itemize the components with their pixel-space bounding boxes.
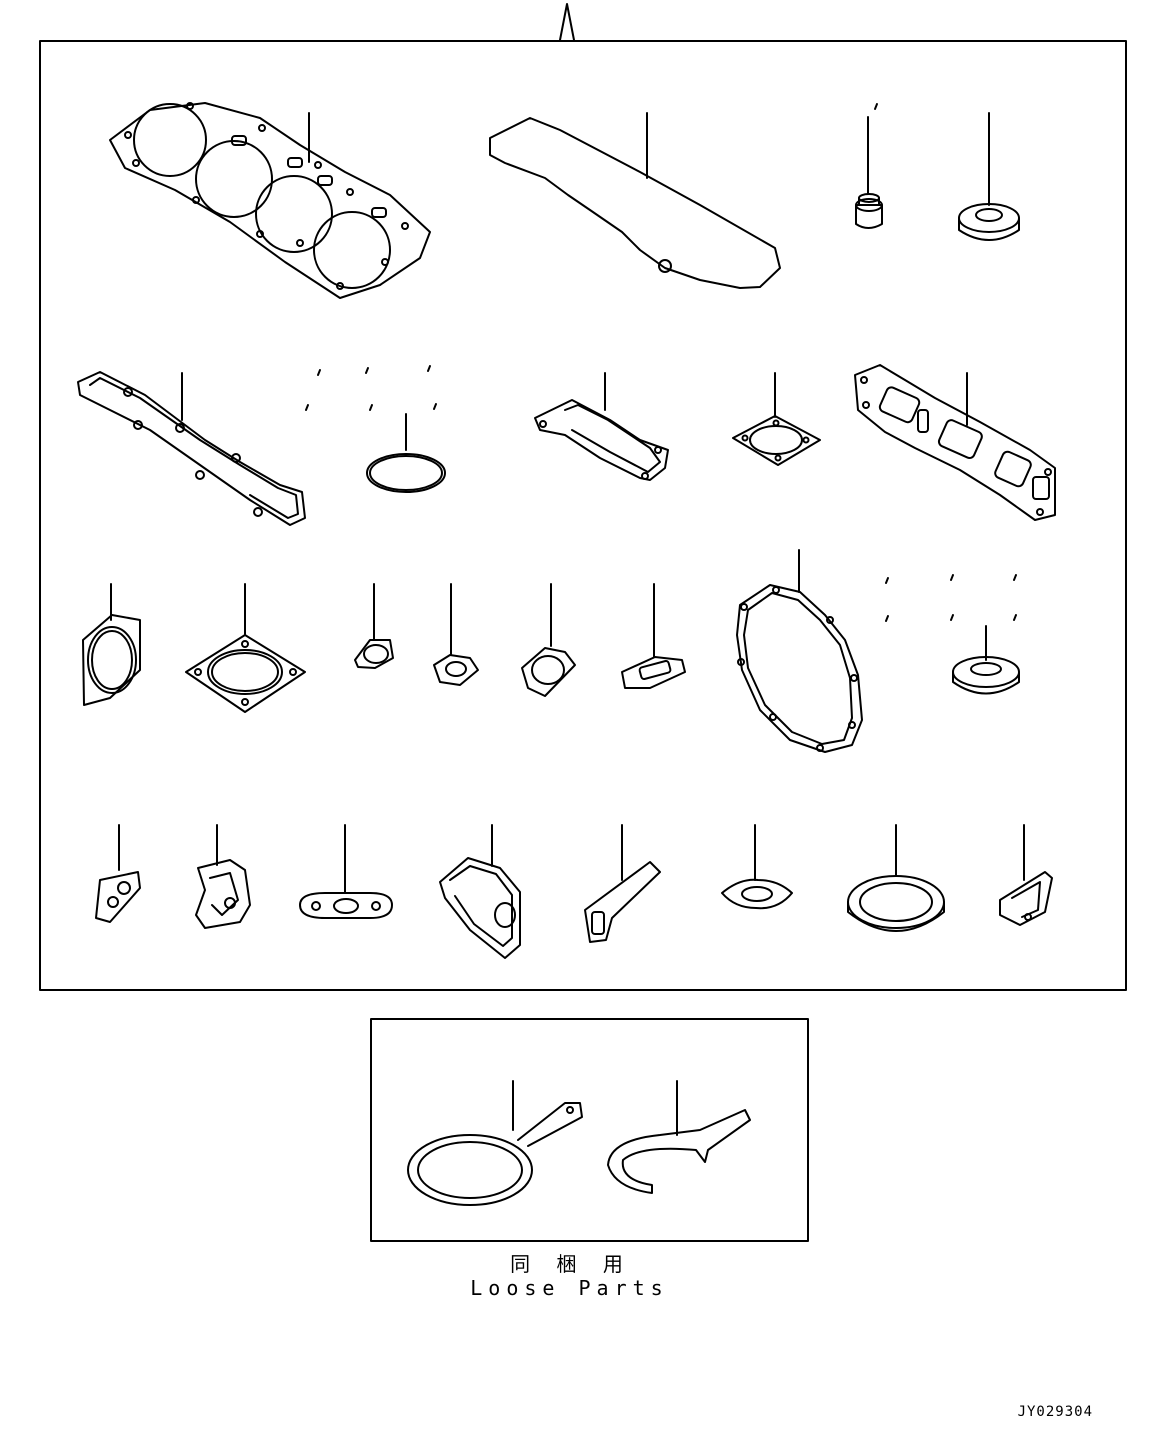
- valve-stem-seal[interactable]: [855, 103, 883, 229]
- main-frame: [39, 40, 1127, 991]
- square-flange-gasket-large[interactable]: [185, 583, 306, 713]
- oil-seal-lower[interactable]: [885, 574, 1020, 695]
- cylinder-head-gasket[interactable]: [109, 102, 431, 299]
- long-bracket-gasket[interactable]: [584, 824, 661, 943]
- oval-gasket[interactable]: [354, 583, 394, 669]
- spanner-wrench[interactable]: [407, 1080, 583, 1206]
- square-gasket[interactable]: [82, 583, 141, 706]
- head-cover-gasket[interactable]: [489, 112, 781, 289]
- small-oval-gasket[interactable]: [721, 824, 793, 910]
- teardrop-gasket[interactable]: [95, 824, 141, 923]
- drawing-id: JY029304: [1017, 1404, 1093, 1420]
- square-flange-gasket[interactable]: [732, 372, 821, 466]
- o-ring[interactable]: [305, 365, 446, 493]
- oil-filter-gasket[interactable]: [299, 824, 393, 919]
- small-flange-gasket[interactable]: [433, 583, 479, 686]
- head-cover-gasket-small[interactable]: [534, 372, 669, 481]
- flywheel-housing-gasket[interactable]: [736, 549, 863, 753]
- loose-parts-frame: [370, 1018, 809, 1242]
- hook-wrench[interactable]: [607, 1080, 751, 1194]
- intake-manifold-gasket[interactable]: [77, 371, 306, 526]
- bracket-gasket[interactable]: [195, 824, 251, 929]
- triangle-gasket[interactable]: [521, 583, 576, 697]
- rectangular-gasket[interactable]: [621, 583, 686, 689]
- top-pointer: [559, 3, 575, 41]
- loose-parts-caption-en: Loose Parts: [470, 1276, 669, 1300]
- loose-parts-caption-jp: 同 梱 用: [510, 1252, 633, 1276]
- exhaust-manifold-gasket[interactable]: [854, 364, 1056, 521]
- thermostat-gasket[interactable]: [999, 824, 1053, 926]
- oil-seal[interactable]: [958, 112, 1020, 241]
- front-cover-gasket[interactable]: [439, 824, 521, 959]
- seal-ring[interactable]: [847, 824, 945, 932]
